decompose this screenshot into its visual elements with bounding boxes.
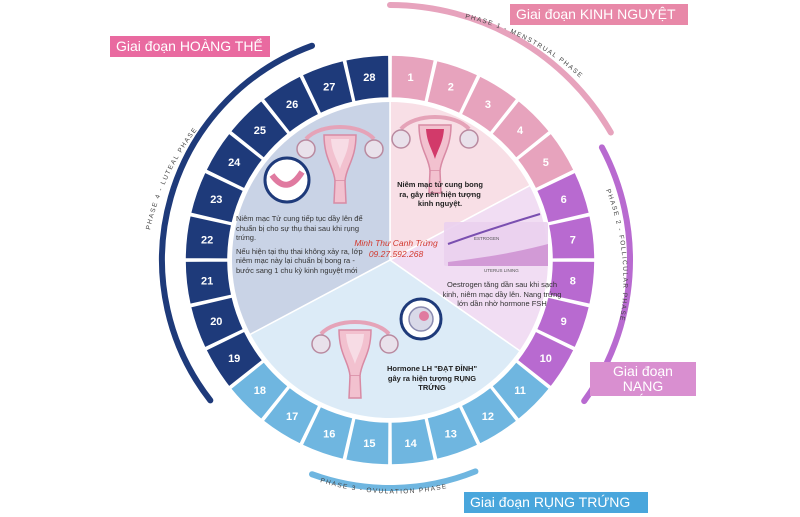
luteal-description-p1: Niêm mạc Tử cung tiếp tục dầy lên để chu…: [236, 214, 363, 242]
day-number: 26: [286, 99, 298, 111]
endometrium-zoom-circle: [263, 156, 311, 204]
uterus-illustration: [391, 115, 479, 194]
day-number: 28: [363, 72, 375, 84]
estrogen-label: ESTROGEN: [474, 236, 499, 241]
day-cell-14: 14: [390, 417, 436, 466]
day-number: 24: [228, 157, 241, 169]
day-number: 4: [517, 125, 524, 137]
day-cell-13: 13: [425, 405, 480, 461]
day-number: 15: [363, 438, 375, 450]
day-number: 11: [514, 385, 526, 397]
watermark-name: Minh Thư Canh Trứng: [354, 238, 438, 248]
day-number: 2: [448, 81, 454, 93]
hormone-graph: ESTROGEN UTERUS LINING: [444, 213, 548, 273]
badge-luteal-phase: Giai đoạn HOÀNG THỂ: [110, 36, 270, 57]
day-cell-17: 17: [261, 386, 321, 446]
arc-ovulation-decoration: [309, 468, 479, 491]
day-number: 25: [254, 125, 266, 137]
badge-ovulation-phase: Giai đoạn RỤNG TRỨNG: [464, 492, 648, 513]
day-number: 5: [543, 157, 549, 169]
menstrual-description: Niêm mạc tử cung bong ra, gây nên hiện t…: [397, 180, 483, 208]
day-number: 1: [408, 72, 414, 84]
day-number: 8: [570, 276, 576, 288]
uterus-lining-label: UTERUS LINING: [484, 268, 519, 273]
estrogen-curve: [447, 213, 541, 245]
badge-follicular-phase: Giai đoạn NANG TRỨNG: [590, 362, 696, 409]
ovary-follicle-zoom-circle: [399, 297, 443, 341]
day-number: 19: [228, 353, 240, 365]
day-number: 16: [323, 429, 335, 441]
day-number: 3: [485, 99, 491, 111]
day-number: 10: [540, 353, 552, 365]
day-number: 22: [201, 234, 213, 246]
badge-menstrual-phase: Giai đoạn KINH NGUYỆT: [510, 4, 688, 25]
ring-label-luteal: PHASE 4 - LUTEAL PHASE: [145, 126, 199, 230]
day-number: 27: [323, 81, 335, 93]
day-number: 17: [286, 411, 298, 423]
day-number: 13: [445, 429, 457, 441]
arc-menstrual-decoration: [387, 2, 614, 136]
day-number: 12: [482, 411, 494, 423]
day-number: 20: [210, 316, 222, 328]
arc-luteal-decoration: [159, 42, 316, 404]
day-number: 9: [561, 316, 567, 328]
day-cell-16: 16: [300, 405, 355, 461]
badge-follicular-line1: Giai đoạn NANG: [613, 363, 673, 394]
day-number: 21: [201, 276, 213, 288]
uterus-lining-area: [448, 244, 548, 266]
luteal-description: Niêm mạc Tử cung tiếp tục dầy lên để chu…: [236, 214, 366, 279]
uterus-illustration: [311, 320, 399, 399]
day-number: 7: [570, 234, 576, 246]
badge-follicular-line2: TRỨNG: [617, 393, 669, 409]
uterus-illustration: [296, 125, 384, 204]
day-number: 6: [561, 194, 567, 206]
watermark-phone: 09.27.592.268: [368, 249, 424, 259]
watermark: Minh Thư Canh Trứng 09.27.592.268: [342, 238, 450, 260]
inner-ring-gap: [228, 98, 552, 422]
day-cell-28: 28: [344, 54, 390, 103]
luteal-description-p2: Nếu hiện tại thụ thai không xảy ra, lớp …: [236, 246, 363, 275]
follicular-description: Oestrogen tăng dần sau khi sạch kinh, ni…: [442, 280, 562, 308]
day-number: 23: [210, 194, 222, 206]
ovulation-description: Hormone LH "ĐẠT ĐỈNH" gây ra hiện tượng …: [386, 364, 478, 392]
day-number: 14: [404, 438, 417, 450]
day-number: 18: [254, 385, 266, 397]
